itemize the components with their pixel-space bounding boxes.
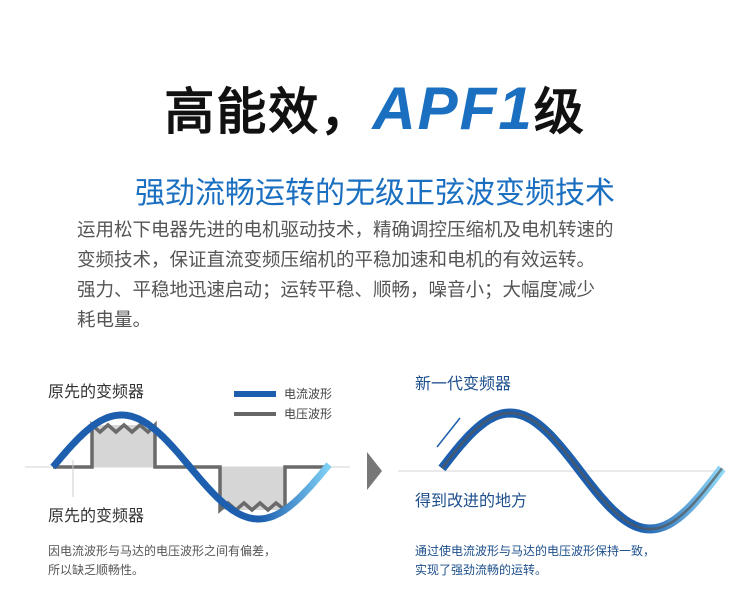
right-label: 得到改进的地方 — [415, 491, 528, 510]
title-suffix: 级 — [533, 83, 586, 141]
description-line: 强力、平稳地迅速启动；运转平稳、顺畅，噪音小；大幅度减少 — [77, 280, 596, 301]
title-brand: APF1 — [372, 75, 534, 142]
page-title: 高能效，APF1级 — [0, 72, 750, 144]
left-heading: 原先的变频器 — [48, 382, 145, 401]
direction-arrow — [436, 417, 461, 448]
legend-voltage-label: 电压波形 — [284, 407, 333, 421]
description-line: 变频技术，保证直流变频压缩机的平稳加速和电机的有效运转。 — [77, 250, 596, 271]
left-label: 原先的变频器 — [48, 506, 145, 525]
right-caption: 通过使电流波形与马达的电压波形保持一致， 实现了强劲流畅的运转。 — [415, 542, 655, 580]
legend-current-swatch — [234, 391, 276, 397]
current-waveform — [50, 411, 332, 523]
legend-current-label: 电流波形 — [284, 387, 333, 401]
right-heading: 新一代变频器 — [415, 374, 512, 393]
arrow-right-icon — [367, 452, 382, 490]
voltage-fill — [53, 425, 330, 510]
title-prefix: 高能效， — [164, 83, 373, 141]
caption-line: 实现了强劲流畅的运转。 — [415, 563, 548, 577]
description: 运用松下电器先进的电机驱动技术，精确调控压缩机及电机转速的 变频技术，保证直流变… — [77, 216, 687, 336]
description-line: 运用松下电器先进的电机驱动技术，精确调控压缩机及电机转速的 — [77, 220, 614, 241]
left-caption: 因电流波形与马达的电压波形之间有偏差， 所以缺乏顺畅性。 — [48, 542, 276, 580]
caption-line: 所以缺乏顺畅性。 — [48, 563, 145, 577]
legend-voltage-swatch — [234, 412, 276, 416]
caption-line: 通过使电流波形与马达的电压波形保持一致， — [415, 544, 656, 558]
caption-line: 因电流波形与马达的电压波形之间有偏差， — [48, 544, 277, 558]
voltage-waveform — [441, 411, 723, 531]
description-line: 耗电量。 — [77, 310, 152, 331]
subtitle: 强劲流畅运转的无级正弦波变频技术 — [135, 176, 615, 211]
